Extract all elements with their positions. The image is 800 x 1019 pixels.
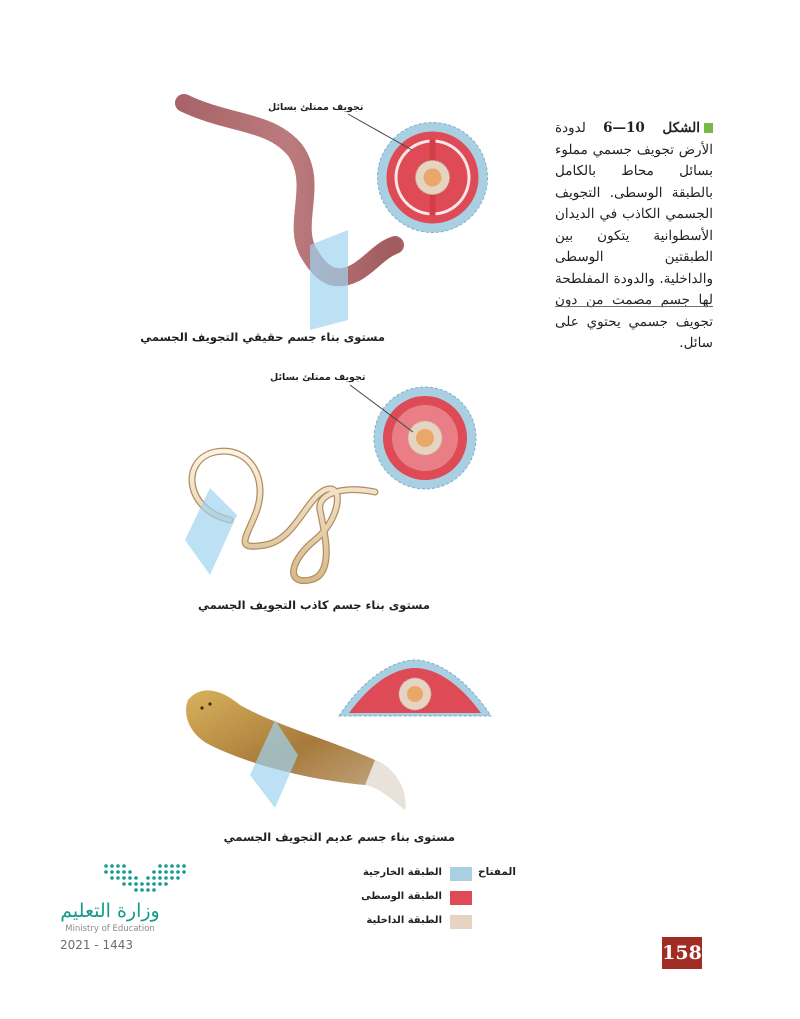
earthworm-illustration	[175, 94, 404, 330]
diagram-title-pseudocoelomate: مستوى بناء جسم كاذب التجويف الجسمي	[197, 598, 430, 612]
key-label-mesoderm: الطبقة الوسطى	[361, 891, 442, 902]
page-number: 158	[662, 937, 702, 969]
ectoderm-swatch	[450, 867, 472, 881]
diagram-title-coelomate: مستوى بناء جسم حقيقي التجويف الجسمي	[140, 330, 385, 344]
figure-caption: الشكل 10—6 لدودة الأرض تجويف جسمي مملوء …	[555, 118, 713, 355]
key-label-ectoderm: الطبقة الخارجية	[362, 867, 442, 878]
key-title: المفتاح	[478, 866, 516, 878]
figure-label: الشكل 10—6	[603, 120, 700, 136]
callout-line-1	[347, 113, 413, 151]
acoelomate-cross-section	[338, 659, 492, 717]
coelomate-cross-section	[377, 122, 488, 233]
key-item-ectoderm: الطبقة الخارجية	[363, 867, 472, 881]
callout-fluid-cavity-2: تجويف ممتلئ بسائل	[270, 372, 366, 383]
key-label-endoderm: الطبقة الداخلية	[366, 915, 442, 926]
ministry-name-arabic: وزارة التعليم	[60, 900, 160, 922]
endoderm-swatch	[450, 915, 472, 929]
key-item-endoderm: الطبقة الداخلية	[366, 915, 472, 929]
pseudocoelomate-cross-section	[373, 386, 477, 490]
caption-marker-icon	[704, 123, 713, 133]
caption-text: لدودة الأرض تجويف جسمي مملوء بسائل محاط …	[555, 120, 713, 351]
mesoderm-swatch	[450, 891, 472, 905]
roundworm-illustration	[185, 447, 379, 585]
key-item-mesoderm: الطبقة الوسطى	[361, 891, 472, 905]
ministry-logo-icon	[104, 864, 186, 892]
ministry-name-english: Ministry of Education	[65, 924, 155, 934]
caption-rule	[555, 306, 713, 307]
ministry-year: 2021 - 1443	[60, 938, 134, 952]
flatworm-illustration	[186, 690, 406, 810]
callout-fluid-cavity-1: تجويف ممتلئ بسائل	[268, 102, 364, 113]
callout-line-2	[349, 384, 414, 433]
diagram-title-acoelomate: مستوى بناء جسم عديم التجويف الجسمي	[223, 830, 455, 844]
